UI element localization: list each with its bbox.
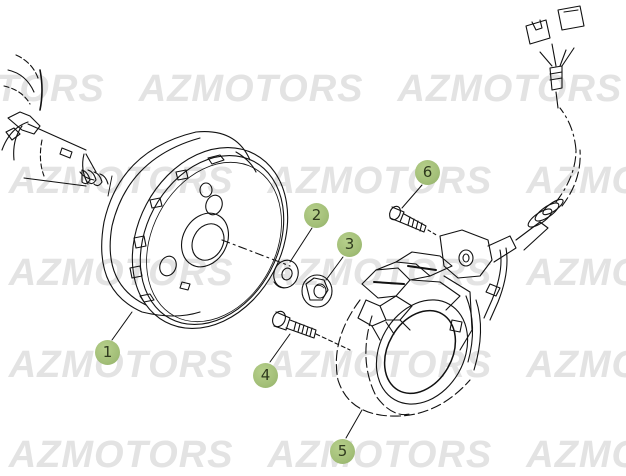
- line-drawing: [1, 5, 585, 439]
- callout-6[interactable]: 6: [415, 160, 440, 185]
- callout-2[interactable]: 2: [304, 203, 329, 228]
- flange-nut-illustration: [301, 274, 333, 308]
- pickup-coil-illustration: [439, 229, 517, 321]
- crankshaft-illustration: [1, 54, 113, 197]
- callout-1[interactable]: 1: [95, 340, 120, 365]
- callout-3[interactable]: 3: [337, 232, 362, 257]
- stator-coil-illustration: [335, 251, 482, 417]
- bolt-illustration: [272, 310, 351, 351]
- screw-illustration: [389, 205, 439, 237]
- wiring-harness-illustration: [515, 5, 585, 251]
- callout-5[interactable]: 5: [330, 439, 355, 464]
- flywheel-rotor-illustration: [101, 131, 291, 329]
- callout-4[interactable]: 4: [253, 363, 278, 388]
- leader-lines: [111, 184, 423, 439]
